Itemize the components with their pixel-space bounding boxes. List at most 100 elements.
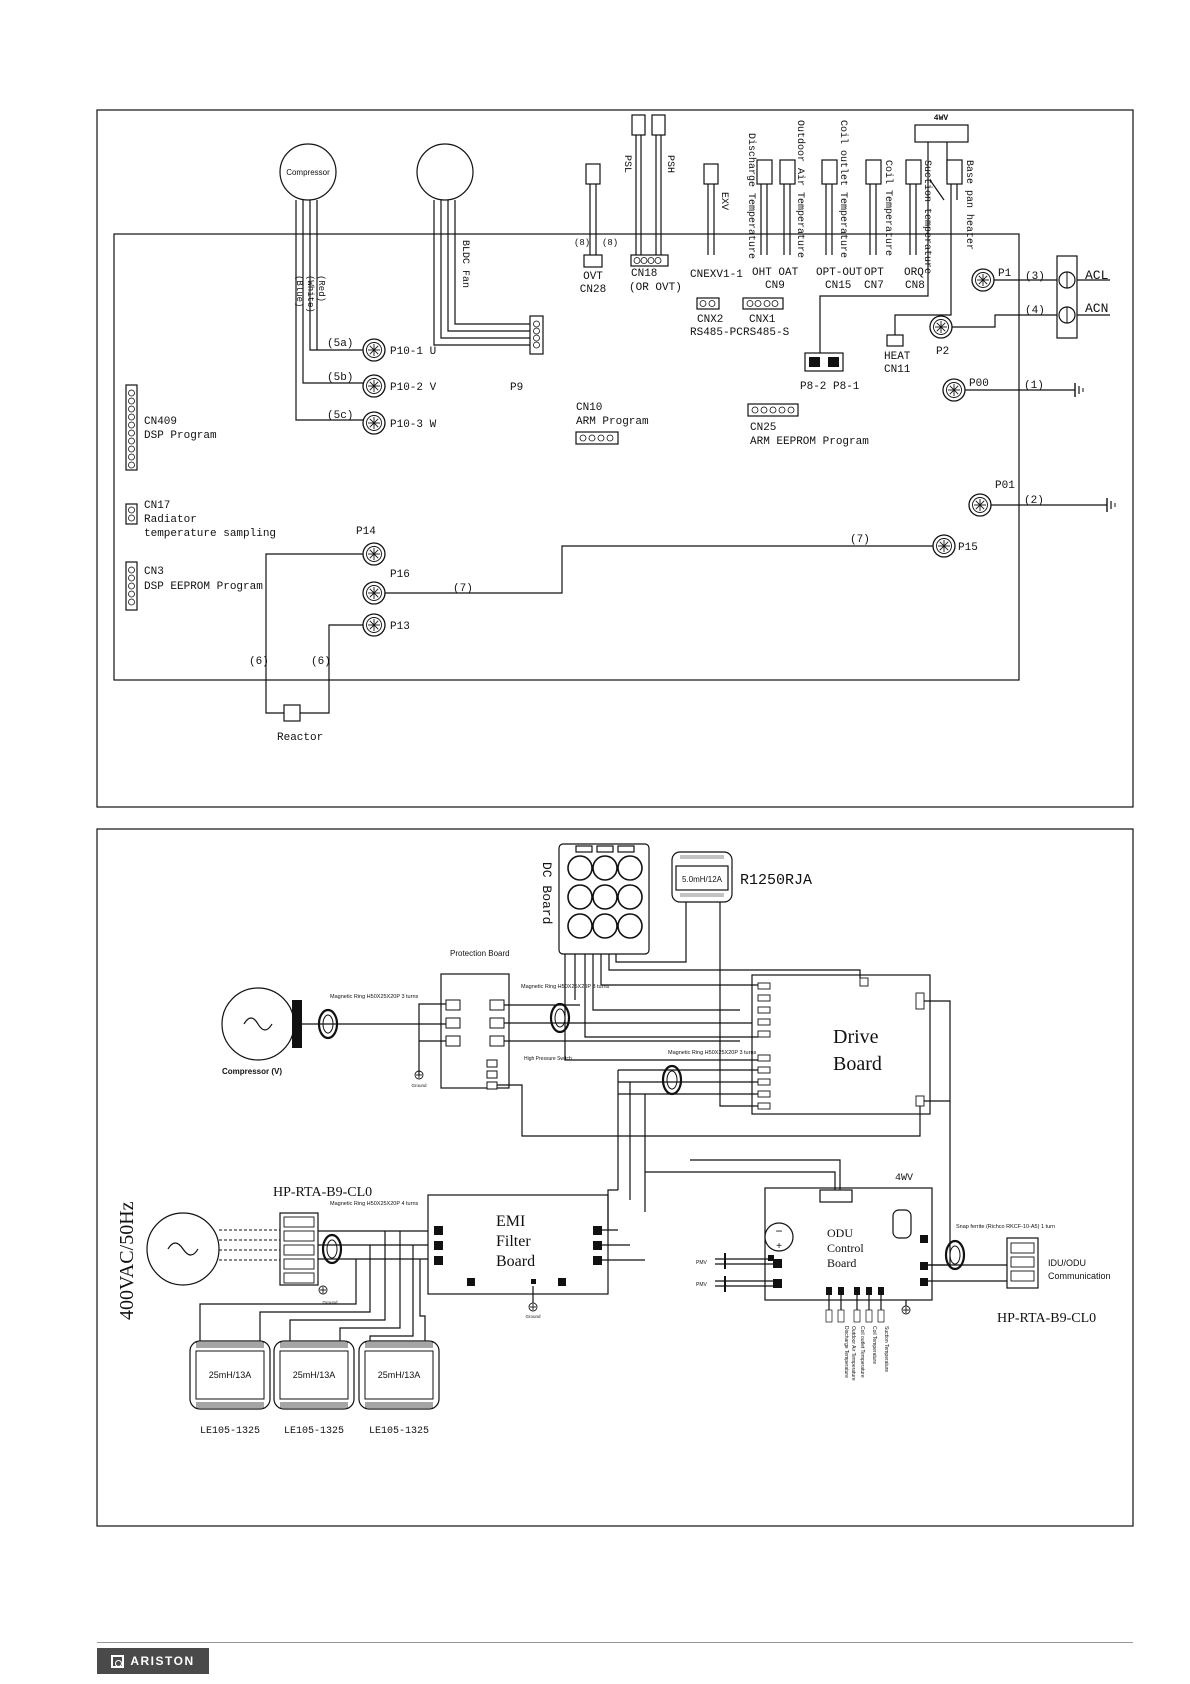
sensor-exv (703, 163, 719, 185)
connector-cnx2 (696, 297, 720, 310)
svg-text:−: − (775, 1224, 782, 1238)
label-ring-emi: Magnetic Ring H50X25X20P 4 turns (330, 1201, 419, 1207)
label-cn11: CN11 (884, 364, 911, 376)
label-cn10: CN10 (576, 402, 602, 414)
connector-cn11 (886, 334, 904, 347)
label-idu-odu-2: Communication (1048, 1271, 1111, 1281)
sensor-ovt (585, 163, 601, 185)
connector-cnx1 (742, 297, 784, 310)
terminal-p15 (932, 534, 956, 558)
sensor-psl (631, 114, 646, 136)
brand-name: ARISTON (130, 1654, 195, 1668)
label-psl: PSL (621, 155, 632, 173)
fan-label: BLDC Fan (459, 240, 470, 288)
wire-5a: (5a) (327, 338, 353, 350)
label-oht-oat: OHT OAT (752, 267, 799, 279)
ground-terminal-left (318, 1285, 328, 1295)
terminal-p10-1 (362, 338, 386, 362)
label-4wv-top: 4WV (934, 114, 949, 123)
terminal-p00 (942, 378, 966, 402)
ground-symbol-2 (1106, 497, 1116, 513)
inductor-5mh: 5.0mH/12A (671, 851, 733, 903)
wire-3: (3) (1025, 271, 1045, 283)
label-p00: P00 (969, 378, 989, 390)
label-heat: HEAT (884, 351, 911, 363)
label-odu-3: Board (827, 1256, 856, 1270)
terminal-block-acl-acn (1056, 255, 1078, 339)
label-odu-sensor-coil-outlet: Coil outlet Temperature (859, 1326, 865, 1378)
label-p10-3: P10-3 W (390, 419, 437, 431)
label-opt-out: OPT-OUT (816, 267, 863, 279)
label-choke-1-part: LE105-1325 (200, 1426, 260, 1437)
terminal-p01 (968, 493, 992, 517)
label-snap-ferrite: Snap ferrite (Richco RKCF-10-A5) 1 turn (956, 1224, 1055, 1230)
label-p14: P14 (356, 526, 376, 538)
ground-emi (528, 1302, 538, 1312)
label-idu-odu-1: IDU/ODU (1048, 1258, 1086, 1268)
label-cn15: CN15 (825, 280, 851, 292)
label-emi-1: EMI (496, 1213, 525, 1230)
wire-4: (4) (1025, 305, 1045, 317)
house-icon (111, 1654, 125, 1668)
wire-7b: (7) (850, 534, 870, 546)
wire-5b: (5b) (327, 372, 353, 384)
label-p8: P8-2 P8-1 (800, 381, 860, 393)
label-cn409: CN409 (144, 416, 177, 428)
label-dc-board: DC Board (539, 862, 554, 924)
wire-6b: (6) (311, 656, 331, 668)
label-cn3: CN3 (144, 566, 164, 578)
label-p2: P2 (936, 346, 949, 358)
sensor-outdoor-air (779, 159, 796, 185)
label-ring-compressor: Magnetic Ring H50X25X20P 3 turns (330, 994, 419, 1000)
top-panel-frame (96, 109, 1134, 808)
label-suction-temp: Suction temperature (921, 160, 933, 274)
label-emi-2: Filter (496, 1233, 531, 1250)
label-r1250rja: R1250RJA (740, 872, 812, 889)
label-drive-board-1: Drive (833, 1026, 879, 1048)
terminal-p16 (362, 581, 386, 605)
label-p16: P16 (390, 569, 410, 581)
label-p10-2: P10-2 V (390, 382, 437, 394)
odu-4wv-connector (892, 1209, 912, 1239)
label-ring-drive: Magnetic Ring H50X25X20P 3 turns (668, 1050, 757, 1056)
label-rs485-s: RS485-S (743, 327, 790, 339)
label-p1: P1 (998, 268, 1012, 280)
label-base-pan-heater: Base pan heater (963, 160, 975, 250)
label-coil-outlet-temp: Coil outlet Temperature (837, 120, 849, 258)
label-choke-3-value: 25mH/13A (378, 1370, 421, 1380)
label-exv: EXV (718, 192, 729, 210)
label-p10-1: P10-1 U (390, 346, 436, 358)
label-ground-2: Ground (322, 1300, 338, 1305)
label-arm-eeprom: ARM EEPROM Program (750, 436, 869, 448)
label-drive-board-2: Board (833, 1053, 882, 1075)
sensor-coil-outlet (821, 159, 838, 185)
wire-color-red: (Red) (316, 275, 326, 302)
label-p01: P01 (995, 480, 1015, 492)
ground-compressor (414, 1070, 424, 1080)
label-odu-1: ODU (827, 1226, 853, 1240)
wire-color-blue: (Blue) (294, 275, 304, 307)
ground-symbol-1 (1074, 382, 1084, 398)
footer-divider (97, 1642, 1133, 1643)
label-terminal-block-right: HP-RTA-B9-CL0 (997, 1311, 1096, 1326)
label-p13: P13 (390, 621, 410, 633)
terminal-p14 (362, 542, 386, 566)
label-cn9: CN9 (765, 280, 785, 292)
compressor-v (221, 987, 302, 1061)
terminal-p13 (362, 613, 386, 637)
ground-odu (901, 1305, 911, 1315)
label-ground-3: Ground (525, 1314, 541, 1319)
label-odu-sensor-oat: Outdoor Air Temperature (850, 1326, 856, 1381)
label-emi-3: Board (496, 1253, 535, 1270)
label-choke-2-value: 25mH/13A (293, 1370, 336, 1380)
brand-logo: ARISTON (97, 1648, 209, 1674)
label-choke-2-part: LE105-1325 (284, 1426, 344, 1437)
label-odu-sensor-coil: Coil Temperature (871, 1326, 877, 1364)
label-choke-1-value: 25mH/13A (209, 1370, 252, 1380)
svg-text:+: + (776, 1241, 782, 1252)
label-cn7: CN7 (864, 280, 884, 292)
drive-board (751, 974, 931, 1115)
wire-color-white: (White) (305, 275, 315, 313)
label-temp-sampling: temperature sampling (144, 528, 276, 540)
